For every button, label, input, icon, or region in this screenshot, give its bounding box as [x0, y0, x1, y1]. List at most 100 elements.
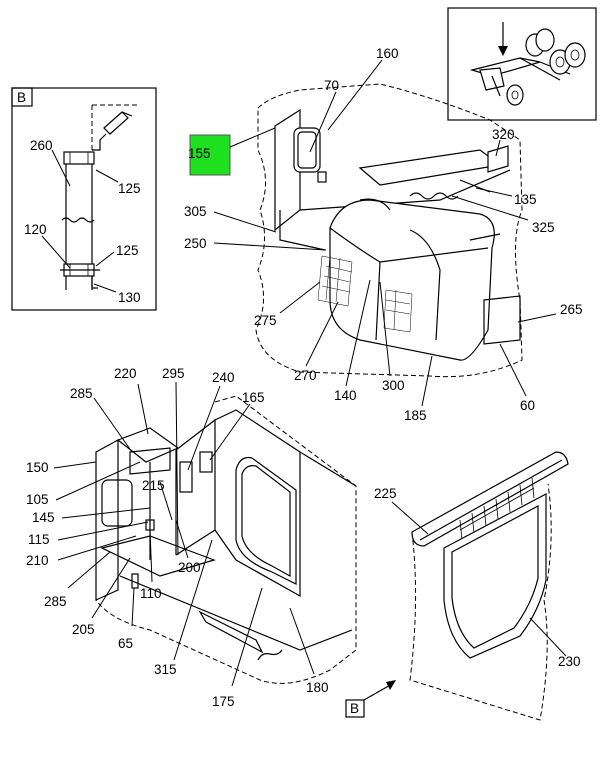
leader-115 [57, 521, 149, 541]
leader-265 [517, 313, 557, 323]
leader-65 [131, 587, 135, 627]
callout-230: 230 [558, 654, 581, 669]
sleeper-bracket-320 [487, 145, 509, 173]
cabinet-floor-plate [198, 610, 264, 654]
callout-65: 65 [118, 636, 133, 651]
sleeper-cable [409, 192, 459, 200]
callout-60: 60 [520, 398, 535, 413]
leader-165 [209, 403, 251, 461]
cabinet-closet-view: 285 220 295 240 165 150 105 215 145 115 … [26, 366, 357, 709]
curtain-hooks [459, 477, 535, 541]
view-b-pointer-arrow-head [386, 680, 396, 690]
callout-180: 180 [306, 680, 329, 695]
callout-140: 140 [334, 388, 357, 403]
callout-120: 120 [24, 222, 47, 237]
cabinet-fastener-65 [131, 573, 139, 589]
curtain-track-groove [419, 459, 563, 541]
leader-270 [305, 301, 339, 367]
view-b-pointer-arrow-shaft [363, 683, 393, 701]
callout-175: 175 [212, 694, 235, 709]
sleeper-shelf [358, 149, 502, 186]
callout-70: 70 [324, 78, 339, 93]
leader-260 [51, 149, 71, 187]
callout-265: 265 [560, 302, 583, 317]
callout-285-upper: 285 [70, 386, 93, 401]
highlight-box-155 [189, 134, 231, 176]
truck-chassis-icon [469, 28, 586, 106]
cabinet-left-opening [101, 479, 133, 527]
leader-140 [345, 279, 371, 387]
leader-205 [91, 557, 131, 619]
leader-240 [187, 385, 221, 471]
leader-210 [57, 535, 137, 561]
callout-215: 215 [142, 478, 165, 493]
detail-b-inset: B 260 125 120 125 130 [11, 87, 157, 311]
callout-320: 320 [492, 127, 515, 142]
callout-145: 145 [32, 510, 55, 525]
callout-125-upper: 125 [118, 181, 141, 196]
callout-165: 165 [242, 390, 265, 405]
leader-220 [137, 383, 149, 435]
callout-325: 325 [532, 220, 555, 235]
callout-260: 260 [30, 138, 53, 153]
leader-175 [231, 587, 263, 687]
leader-185 [421, 355, 433, 407]
curtain-panel-outline [409, 483, 552, 721]
callout-300: 300 [382, 378, 405, 393]
leader-130 [93, 283, 117, 293]
callout-285-lower: 285 [44, 594, 67, 609]
callout-115: 115 [28, 532, 50, 547]
callout-275: 275 [254, 313, 277, 328]
leader-160 [327, 59, 383, 131]
cabinet-door-inner [241, 465, 291, 578]
leader-285-upper [93, 397, 133, 453]
leader-300 [379, 281, 391, 377]
callout-250: 250 [184, 236, 207, 251]
sleeper-floor-edge [279, 210, 326, 251]
callout-225: 225 [374, 486, 397, 501]
sleeper-interior-view: 155 70 160 320 135 325 305 250 275 270 1… [184, 46, 583, 423]
cabinet-left-panel [95, 438, 119, 601]
callout-200: 200 [178, 560, 201, 575]
leader-315 [173, 539, 213, 661]
detail-b-marker-letter: B [17, 90, 26, 105]
detail-b-frame [11, 87, 157, 311]
sleeper-window-glass [297, 131, 317, 169]
cabinet-top-right-edge [299, 451, 357, 487]
callout-185: 185 [404, 408, 427, 423]
callout-105: 105 [26, 492, 49, 507]
leader-70 [309, 91, 337, 153]
truck-inset-frame [447, 7, 597, 121]
callout-155: 155 [188, 146, 211, 161]
callout-160: 160 [376, 46, 399, 61]
sleeper-switch-plate [317, 171, 327, 183]
cabinet-door-frame [214, 409, 301, 598]
leader-105 [55, 461, 141, 501]
leader-120 [41, 235, 71, 269]
callout-295: 295 [162, 366, 185, 381]
curtain-panel-230 [443, 493, 547, 659]
callout-110: 110 [140, 586, 162, 601]
callout-130: 130 [118, 290, 141, 305]
cabinet-latch-240 [179, 461, 193, 493]
sleeper-window [293, 127, 321, 173]
callout-150: 150 [26, 460, 49, 475]
callout-305: 305 [184, 204, 207, 219]
detail-b-marker-box [11, 87, 33, 107]
sleeper-outline [255, 83, 523, 378]
leader-135 [475, 187, 513, 197]
view-b-pointer-box [345, 699, 365, 718]
callout-125-lower: 125 [116, 243, 139, 258]
leader-110 [149, 529, 153, 583]
view-b-pointer-letter: B [350, 701, 359, 716]
leader-60 [499, 343, 527, 397]
sleeper-rail-135 [469, 233, 501, 241]
leader-275 [279, 281, 321, 314]
callout-220: 220 [114, 366, 137, 381]
leader-150 [53, 461, 97, 469]
callout-270: 270 [294, 368, 317, 383]
leader-155 [229, 127, 276, 148]
leader-200 [175, 519, 189, 559]
